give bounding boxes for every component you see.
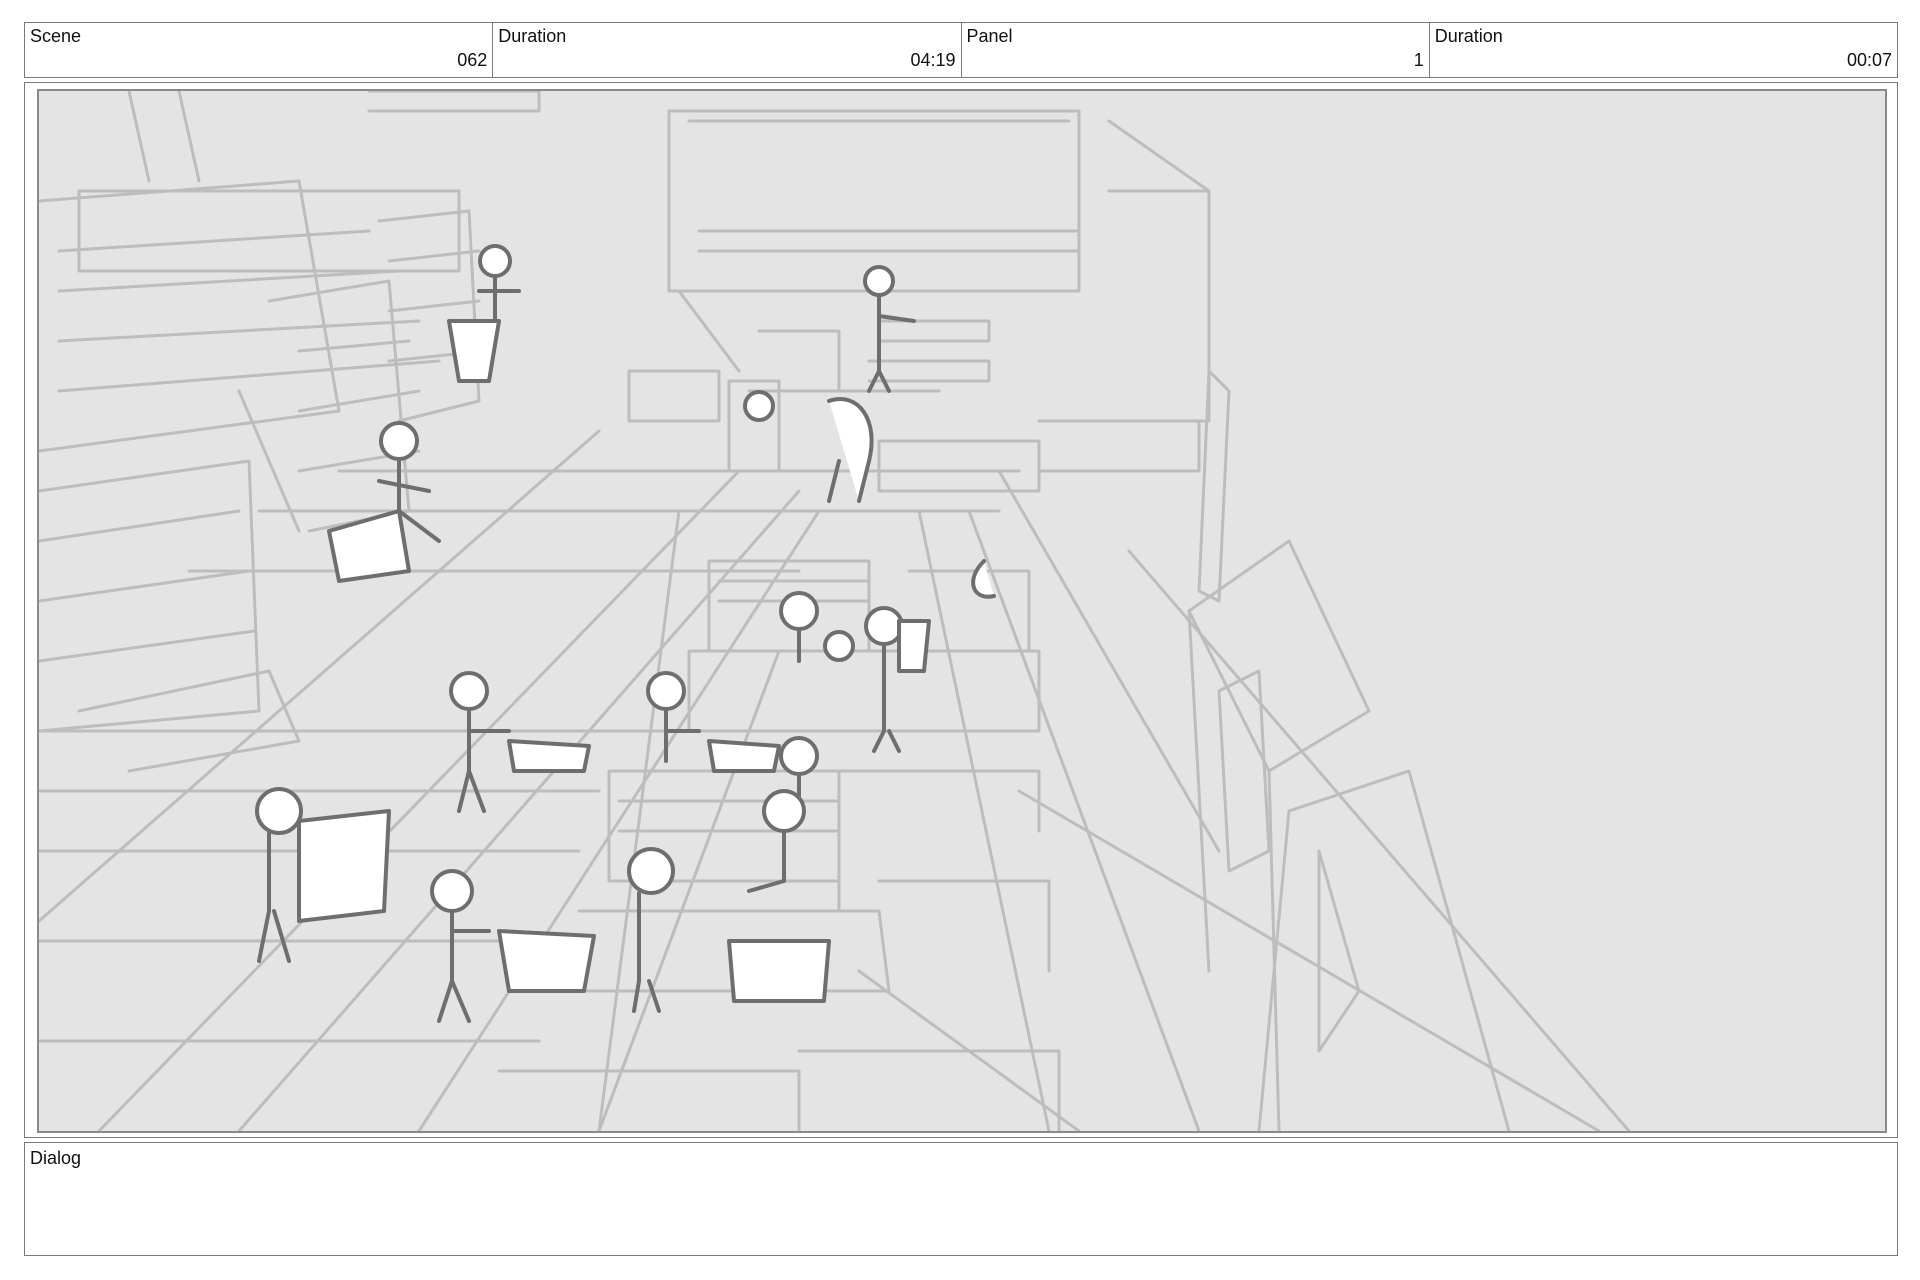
- scene-label: Scene: [30, 26, 82, 46]
- panel-cell: Panel 1: [962, 23, 1430, 77]
- panel-duration-cell: Duration 00:07: [1430, 23, 1897, 77]
- scene-number: 062: [457, 50, 488, 70]
- panel-label: Panel: [966, 26, 1013, 46]
- storyboard-sketch: [37, 89, 1887, 1133]
- storyboard-header: Scene 062 Duration 04:19 Panel 1 Duratio…: [24, 22, 1898, 78]
- panel-number: 1: [1413, 50, 1424, 70]
- dialog-label: Dialog: [30, 1148, 82, 1168]
- sketch-figures: [255, 244, 996, 1023]
- panel-frame: [24, 82, 1898, 1138]
- scene-duration-value: 04:19: [910, 50, 956, 70]
- sketch-drawing: [39, 91, 1631, 1131]
- scene-cell: Scene 062: [25, 23, 494, 77]
- scene-duration-label: Duration: [498, 26, 567, 46]
- dialog-box: Dialog: [24, 1142, 1898, 1256]
- scene-duration-cell: Duration 04:19: [493, 23, 962, 77]
- panel-duration-value: 00:07: [1846, 50, 1892, 70]
- store-background-lines: [39, 91, 1631, 1131]
- panel-duration-label: Duration: [1434, 26, 1503, 46]
